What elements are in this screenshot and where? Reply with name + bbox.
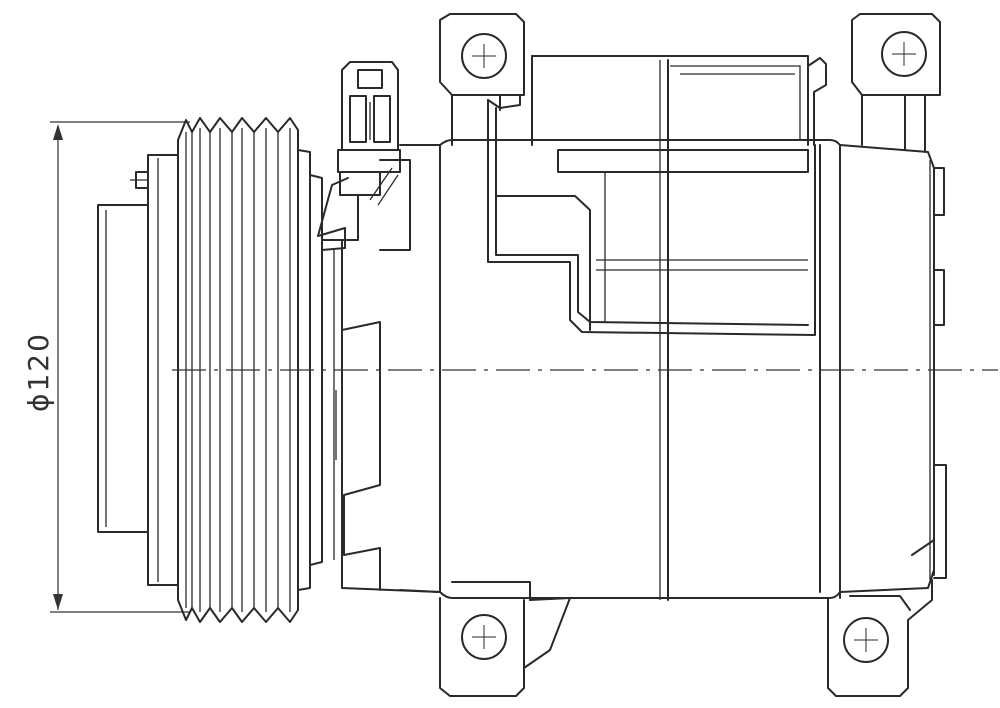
dimension-arrow-bottom [53, 594, 63, 610]
mount-ear-top-right [851, 13, 941, 153]
mount-ear-bottom-left [439, 581, 571, 697]
diameter-dimension: ϕ120 [22, 121, 190, 613]
compressor-body [399, 59, 947, 601]
upper-manifold [451, 55, 827, 336]
mount-ear-top-left [439, 13, 525, 146]
electrical-connector [329, 61, 411, 251]
clutch-front-plate [97, 154, 179, 586]
diameter-label: ϕ120 [22, 332, 55, 412]
dimension-arrow-top [53, 124, 63, 140]
mount-ear-bottom-right [827, 579, 933, 697]
